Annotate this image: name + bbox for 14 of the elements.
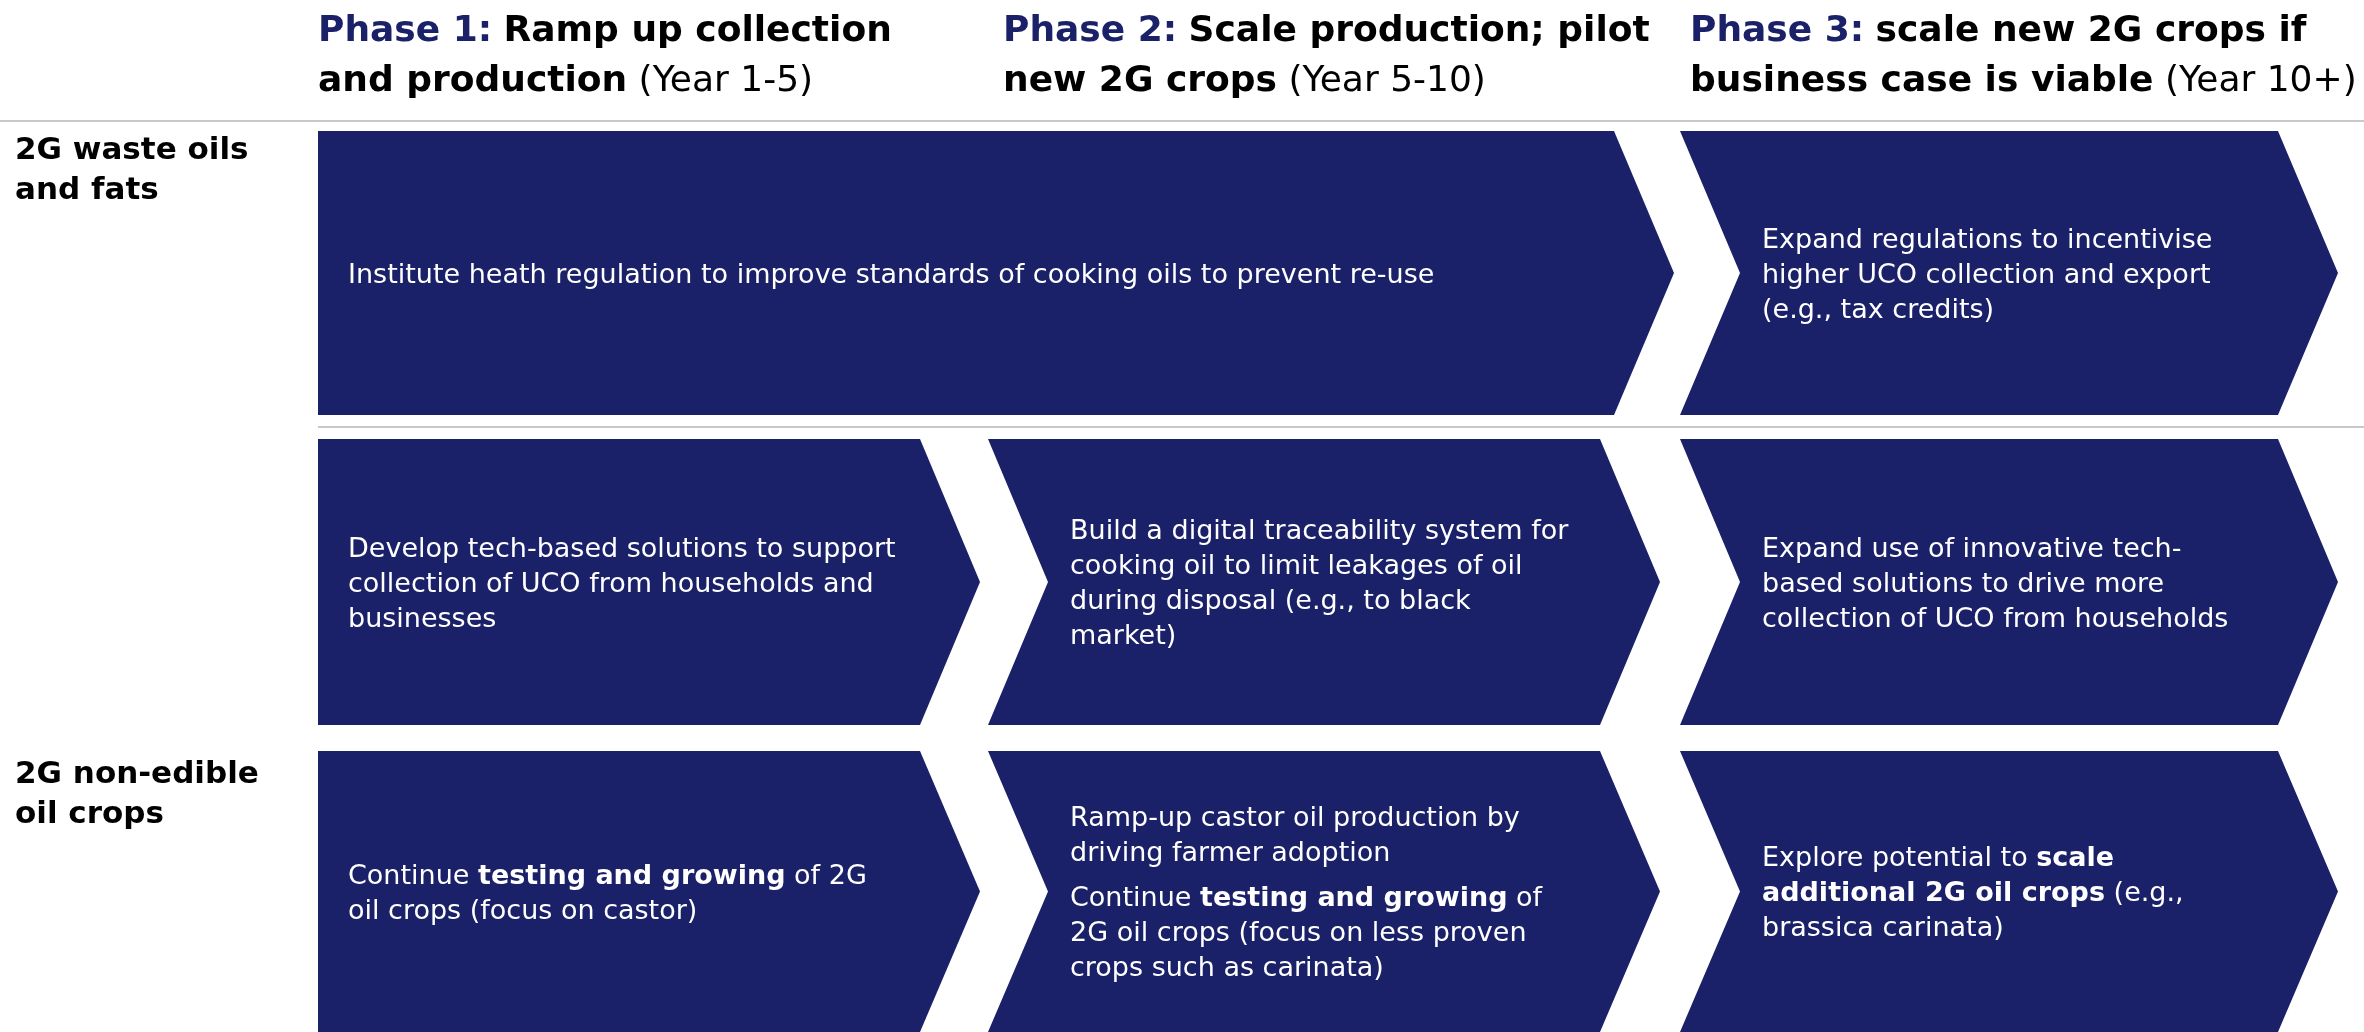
row-label: 2G waste oils and fats <box>15 129 250 208</box>
chevron-text: Institute heath regulation to improve standards of cooking oils to prevent re-use <box>348 256 1436 291</box>
phase-heading: Phase 3: scale new 2G crops if business case is viable (Year 10+) <box>1690 7 2358 101</box>
chevron-text: Build a digital traceability system for cooking oil to limit leakages of oil during disposal (e.g., to black market) <box>1070 513 1570 652</box>
chevron-text: Continue testing and growing of 2G oil crops (focus on castor) <box>348 857 868 927</box>
chevron-text: Ramp-up castor oil production by driving farmer adoption <box>1070 800 1521 869</box>
chevron-text: Continue testing and growing of 2G oil crops (focus on less proven crops such as carinata) <box>1070 880 1544 984</box>
chevron-text: Explore potential to scale additional 2G oil crops (e.g., brassica carinata) <box>1762 840 2185 944</box>
chevron-text: Expand use of innovative tech-based solutions to drive more collection of UCO from households <box>1762 530 2230 635</box>
chevron-text: Develop tech-based solutions to support collection of UCO from households and businesses <box>348 530 897 635</box>
row-label: 2G non-edible oil crops <box>15 753 260 832</box>
phase-heading: Phase 1: Ramp up collection and production (Year 1-5) <box>318 7 893 101</box>
chevron-text: Expand regulations to incentivise higher UCO collection and export (e.g., tax credits) <box>1762 221 2214 326</box>
phase-heading: Phase 2: Scale production; pilot new 2G crops (Year 5-10) <box>1003 7 1651 101</box>
